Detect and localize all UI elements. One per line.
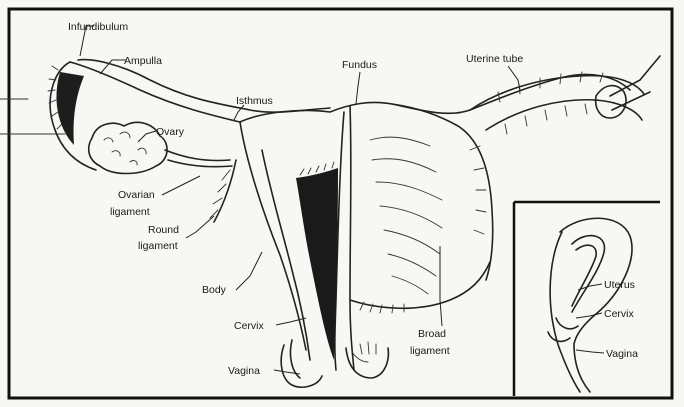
label-inset-cervix: Cervix	[604, 308, 635, 320]
left-uterine-tube	[48, 60, 330, 170]
inset-panel	[514, 200, 662, 396]
label-ampulla: Ampulla	[124, 55, 162, 67]
label-broad-ligament-line1: Broad	[418, 328, 446, 340]
label-ovary: Ovary	[156, 126, 185, 138]
label-broad-ligament-line2: ligament	[410, 345, 450, 357]
label-isthmus: Isthmus	[236, 95, 273, 107]
leader-round-ligament	[186, 216, 214, 238]
leader-fundus	[356, 72, 360, 104]
label-cervix: Cervix	[234, 320, 265, 332]
leader-cervix	[276, 318, 306, 325]
right-uterine-tube	[470, 56, 660, 134]
leader-body	[236, 252, 262, 290]
label-fundus: Fundus	[342, 59, 377, 71]
label-round-ligament-line2: ligament	[138, 240, 178, 252]
label-ovarian-ligament-line1: Ovarian	[118, 189, 155, 201]
leader-ovarian-ligament	[162, 176, 200, 195]
leader-ovary	[138, 131, 156, 142]
leader-vagina	[274, 370, 300, 374]
label-inset-vagina: Vagina	[606, 348, 638, 360]
label-inset-uterus: Uterus	[604, 279, 635, 291]
label-infundibulum: Infundibulum	[68, 21, 128, 33]
round-ligament-strands	[210, 160, 236, 222]
label-round-ligament-line1: Round	[148, 224, 179, 236]
label-ovarian-ligament-line2: ligament	[110, 206, 150, 218]
leader-broad-ligament	[440, 246, 442, 326]
label-vagina: Vagina	[228, 365, 260, 377]
label-body: Body	[202, 284, 227, 296]
label-uterine-tube: Uterine tube	[466, 53, 523, 65]
